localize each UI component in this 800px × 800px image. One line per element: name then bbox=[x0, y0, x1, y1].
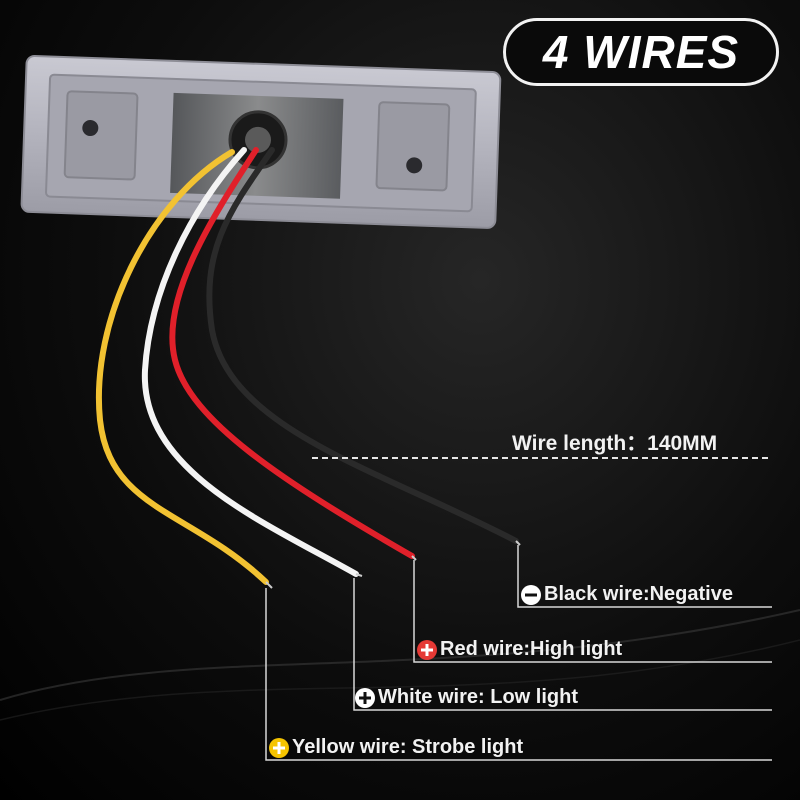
yellow-wire-text: Yellow wire: Strobe light bbox=[292, 736, 524, 758]
red-leader bbox=[413, 560, 772, 663]
right-screw-hole bbox=[406, 157, 423, 174]
plus-icon bbox=[417, 639, 437, 660]
yellow-leader bbox=[265, 588, 772, 761]
plus-icon bbox=[269, 737, 289, 758]
wire-count-text: 4 WIRES bbox=[542, 26, 740, 78]
black-wire bbox=[206, 147, 519, 544]
white-leader bbox=[353, 578, 772, 711]
wire-length-label: Wire length：140MM bbox=[512, 432, 718, 455]
light-housing bbox=[20, 55, 502, 229]
white-wire-text: White wire: Low light bbox=[378, 686, 578, 708]
yellow-wire-label: Yellow wire: Strobe light bbox=[268, 736, 523, 759]
left-screw-hole bbox=[82, 120, 99, 137]
yellow-wire bbox=[95, 149, 269, 585]
white-wire-label: White wire: Low light bbox=[354, 686, 578, 709]
background-swoosh bbox=[0, 609, 800, 701]
white-wire bbox=[141, 147, 359, 577]
plus-icon bbox=[355, 687, 375, 708]
black-wire-label: Black wire:Negative bbox=[520, 583, 733, 606]
leader-lines bbox=[265, 545, 772, 761]
minus-icon bbox=[521, 584, 541, 605]
red-wire-label: Red wire:High light bbox=[416, 638, 622, 661]
black-leader bbox=[517, 545, 772, 608]
right-mount-tab bbox=[375, 101, 451, 192]
left-mount-tab bbox=[63, 90, 139, 181]
red-wire-text: Red wire:High light bbox=[440, 638, 623, 660]
black-wire-text: Black wire:Negative bbox=[544, 583, 733, 605]
wire-count-badge: 4 WIRES bbox=[503, 18, 779, 86]
red-wire bbox=[169, 147, 415, 559]
